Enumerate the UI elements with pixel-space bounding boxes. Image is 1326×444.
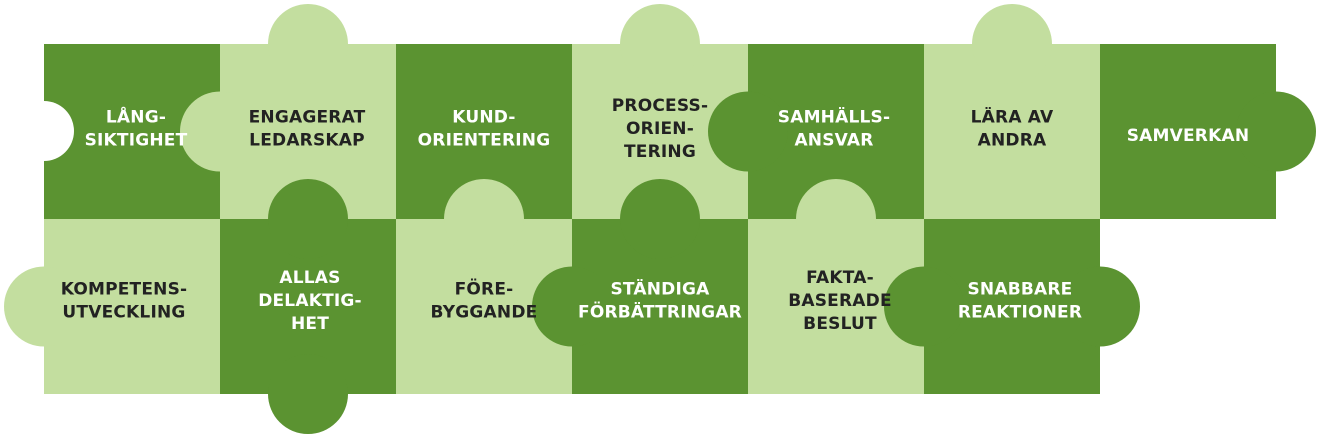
- piece-tab-top: [620, 4, 700, 84]
- puzzle-piece-engagerat-ledarskap: [180, 4, 396, 219]
- piece-label-kompetensutveckling: KOMPETENS- UTVECKLING: [61, 280, 188, 323]
- piece-label-line: KOMPETENS-: [61, 280, 188, 300]
- piece-label-line: FÖRE-: [455, 278, 514, 300]
- piece-label-samhallsansvar: SAMHÄLLS- ANSVAR: [778, 106, 890, 151]
- piece-label-line: SIKTIGHET: [85, 131, 188, 151]
- piece-tab-top: [972, 4, 1052, 84]
- piece-label-processorientering: PROCESS- ORIEN- TERING: [612, 96, 708, 162]
- piece-label-line: ALLAS: [279, 268, 340, 288]
- piece-label-samverkan: SAMVERKAN: [1127, 126, 1250, 146]
- piece-label-line: SNABBARE: [967, 280, 1072, 300]
- piece-tab-left: [884, 266, 964, 347]
- piece-label-line: ANSVAR: [794, 131, 873, 151]
- piece-label-faktabaserade-beslut: FAKTA- BASERADE BESLUT: [788, 268, 892, 334]
- piece-label-line: HET: [291, 314, 329, 334]
- piece-tab-left: [180, 91, 260, 172]
- piece-label-langsiktighet: LÅNG- SIKTIGHET: [85, 105, 188, 151]
- piece-label-allas-delaktighet: ALLAS DELAKTIG- HET: [258, 268, 362, 334]
- piece-label-line: LÄRA AV: [971, 106, 1054, 128]
- piece-tab-top: [444, 179, 524, 259]
- piece-tab-top: [796, 179, 876, 259]
- piece-label-line: SAMHÄLLS-: [778, 106, 890, 128]
- piece-label-lara-av-andra: LÄRA AV ANDRA: [971, 106, 1054, 151]
- puzzle-piece-samverkan: [1100, 44, 1316, 219]
- piece-label-line: ANDRA: [978, 131, 1047, 151]
- piece-label-line: DELAKTIG-: [258, 291, 362, 311]
- piece-label-line: BASERADE: [788, 291, 892, 311]
- piece-tab-right: [1236, 91, 1316, 172]
- piece-label-line: PROCESS-: [612, 96, 708, 116]
- piece-label-line: BESLUT: [803, 314, 877, 334]
- piece-label-line: BYGGANDE: [431, 303, 538, 323]
- piece-label-line: KUND-: [452, 108, 515, 128]
- piece-tab-top: [268, 4, 348, 84]
- piece-label-line: FÖRBÄTTRINGAR: [578, 301, 742, 323]
- piece-label-forebyggande: FÖRE- BYGGANDE: [431, 278, 538, 323]
- piece-label-line: SAMVERKAN: [1127, 126, 1250, 146]
- piece-label-line: ORIENTERING: [418, 131, 551, 151]
- piece-label-line: LÅNG-: [106, 105, 166, 128]
- piece-label-line: REAKTIONER: [958, 303, 1082, 323]
- piece-label-line: STÄNDIGA: [610, 278, 710, 300]
- puzzle-piece-lara-av-andra: [924, 4, 1100, 219]
- piece-tab-top: [620, 179, 700, 259]
- puzzle-piece-snabbare-reaktioner: [884, 219, 1140, 394]
- piece-label-line: LEDARSKAP: [249, 131, 365, 151]
- piece-tab-top: [268, 179, 348, 259]
- piece-label-engagerat-ledarskap: ENGAGERAT LEDARSKAP: [249, 108, 366, 151]
- piece-label-snabbare-reaktioner: SNABBARE REAKTIONER: [958, 280, 1082, 323]
- piece-tab-left: [4, 266, 84, 347]
- piece-label-kundorientering: KUND- ORIENTERING: [418, 108, 551, 151]
- piece-label-line: ENGAGERAT: [249, 108, 366, 128]
- piece-tab-left: [532, 266, 612, 347]
- piece-label-line: TERING: [624, 142, 696, 162]
- puzzle-piece-allas-delaktighet: [220, 179, 396, 434]
- piece-tab-left: [708, 91, 788, 172]
- piece-notch: [14, 101, 74, 161]
- piece-label-line: ORIEN-: [626, 119, 694, 139]
- piece-tab-bottom: [268, 354, 348, 434]
- puzzle-piece-kompetensutveckling: [4, 219, 220, 394]
- piece-label-line: FAKTA-: [806, 268, 874, 288]
- piece-label-line: UTVECKLING: [62, 303, 185, 323]
- piece-tab-right: [1060, 266, 1140, 347]
- puzzle-piece-standiga-forbattringar: [532, 179, 748, 394]
